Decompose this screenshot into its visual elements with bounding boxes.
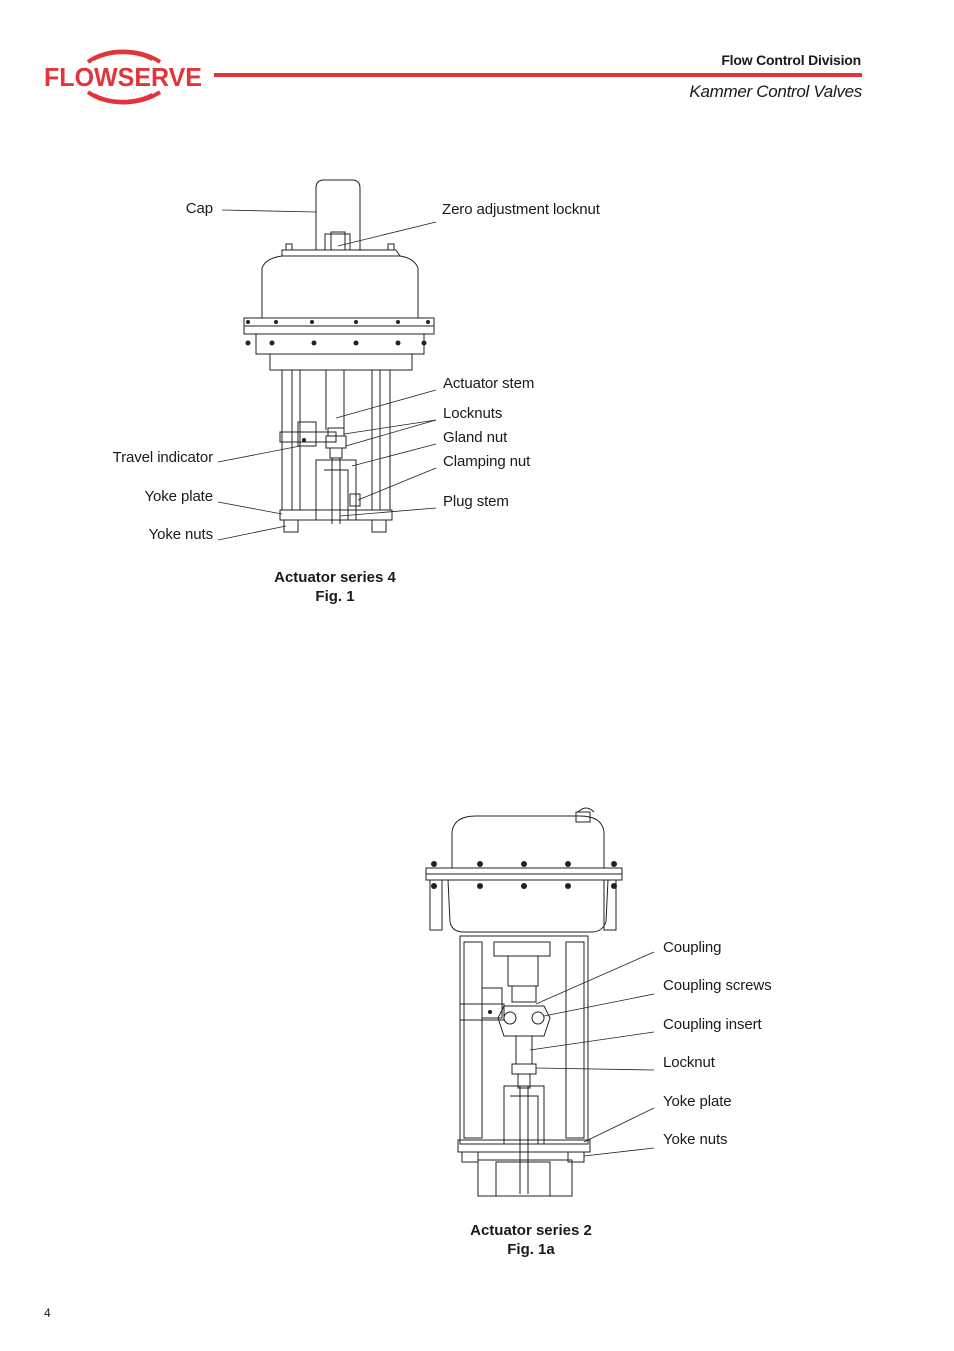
division-title: Flow Control Division [721,52,861,68]
figure-1-caption-number: Fig. 1 [315,588,355,605]
label-coupling: Coupling [663,939,722,956]
label-plug-stem: Plug stem [443,493,509,510]
label-travel-indicator: Travel indicator [112,449,213,466]
label-coupling-insert: Coupling insert [663,1016,762,1033]
label-cap: Cap [185,200,213,217]
label-gland-nut: Gland nut [443,429,508,446]
label-yoke-nuts-2: Yoke nuts [663,1131,728,1148]
label-coupling-screws: Coupling screws [663,977,772,994]
header-rule [214,73,862,77]
logo-wordmark: FLOWSERVE [44,62,202,92]
label-locknut: Locknut [663,1054,715,1071]
label-clamping-nut: Clamping nut [443,453,531,470]
figure-1-caption: Actuator series 4 Fig. 1 [235,568,435,606]
label-yoke-plate-2: Yoke plate [663,1093,732,1110]
label-zero-adjustment-locknut: Zero adjustment locknut [442,201,600,218]
label-yoke-plate: Yoke plate [144,488,213,505]
label-locknuts: Locknuts [443,405,503,422]
label-yoke-nuts: Yoke nuts [148,526,214,543]
figure-1-caption-title: Actuator series 4 [274,569,396,586]
figure-1a-caption-title: Actuator series 2 [470,1222,592,1239]
figure-1a-caption: Actuator series 2 Fig. 1a [431,1221,631,1259]
page-number: 4 [44,1306,51,1320]
flowserve-logo: FLOWSERVE [44,49,202,105]
figure-1a-caption-number: Fig. 1a [507,1241,555,1258]
document-subtitle: Kammer Control Valves [689,82,862,101]
label-actuator-stem: Actuator stem [443,375,535,392]
